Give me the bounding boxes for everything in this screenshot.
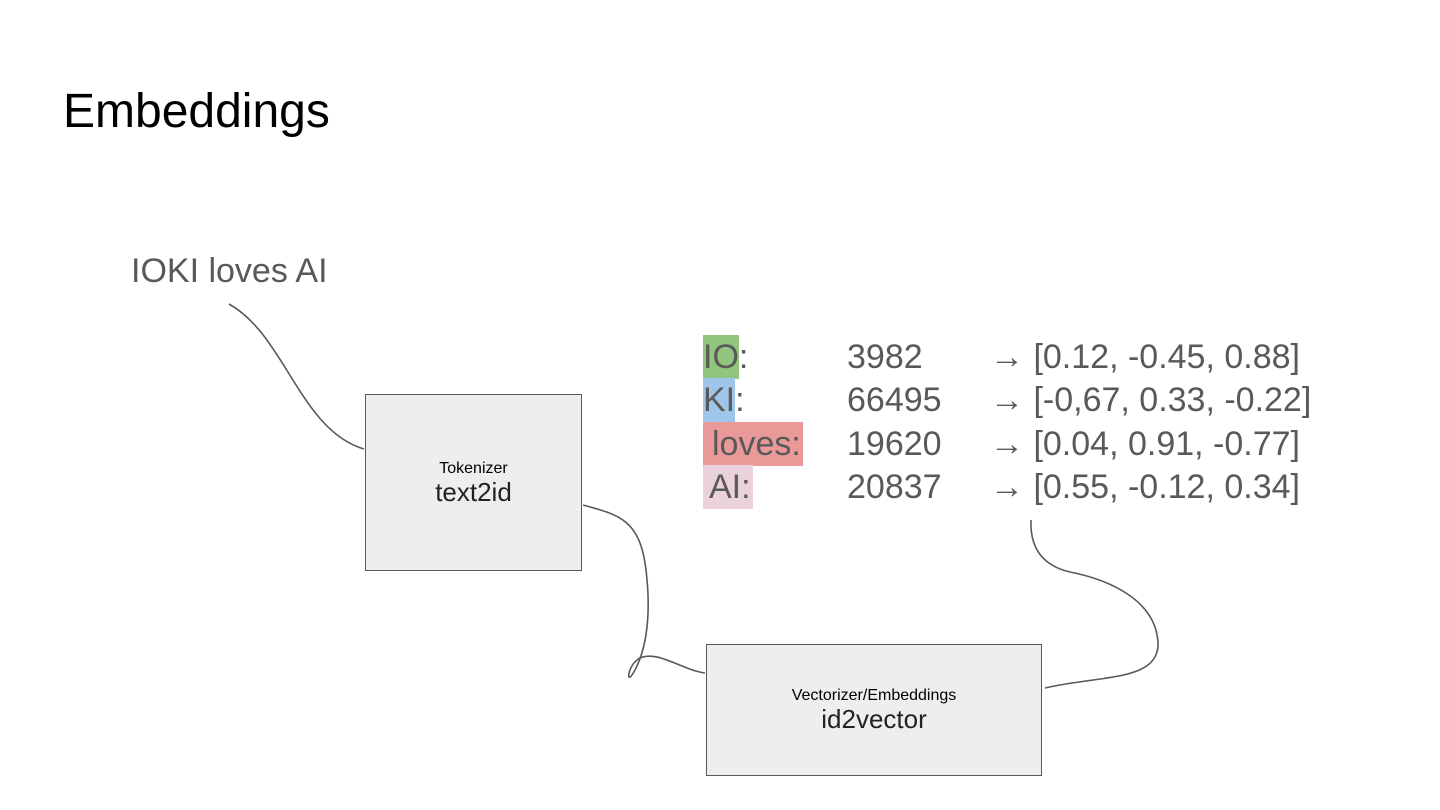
- token-highlight: loves:: [703, 422, 803, 466]
- slide-title: Embeddings: [63, 85, 330, 138]
- token-row: IO: 3982 → [0.12, -0.45, 0.88]: [0, 335, 1440, 379]
- token-row: AI: 20837 → [0.55, -0.12, 0.34]: [0, 465, 1440, 509]
- token-word: IO:: [703, 335, 748, 379]
- vectorizer-label: Vectorizer/Embeddings: [791, 687, 957, 705]
- token-vector: → [0.55, -0.12, 0.34]: [990, 468, 1300, 506]
- token-highlight: KI: [703, 378, 736, 422]
- token-word: AI:: [703, 465, 753, 509]
- token-word: KI:: [703, 378, 745, 422]
- token-vector: → [-0,67, 0.33, -0.22]: [990, 381, 1312, 419]
- token-id: 20837: [847, 468, 942, 506]
- tokenizer-label: Tokenizer: [439, 459, 508, 477]
- token-row: KI: 66495 → [-0,67, 0.33, -0.22]: [0, 378, 1440, 422]
- token-word: loves:: [703, 422, 803, 466]
- vectorizer-box: Vectorizer/Embeddings id2vector: [706, 644, 1042, 776]
- tokenizer-function: text2id: [435, 476, 512, 507]
- vectorizer-function: id2vector: [821, 704, 927, 735]
- token-id: 3982: [847, 338, 923, 376]
- token-id: 66495: [847, 381, 942, 419]
- token-vector: → [0.12, -0.45, 0.88]: [990, 338, 1300, 376]
- token-vector: → [0.04, 0.91, -0.77]: [990, 425, 1300, 463]
- token-suffix: :: [735, 381, 745, 419]
- token-id: 19620: [847, 425, 942, 463]
- input-text: IOKI loves AI: [131, 252, 328, 290]
- token-highlight: AI:: [703, 465, 753, 509]
- token-highlight: IO: [703, 335, 739, 379]
- tokenizer-box: Tokenizer text2id: [365, 394, 582, 571]
- token-row: loves: 19620 → [0.04, 0.91, -0.77]: [0, 422, 1440, 466]
- token-suffix: :: [738, 338, 749, 376]
